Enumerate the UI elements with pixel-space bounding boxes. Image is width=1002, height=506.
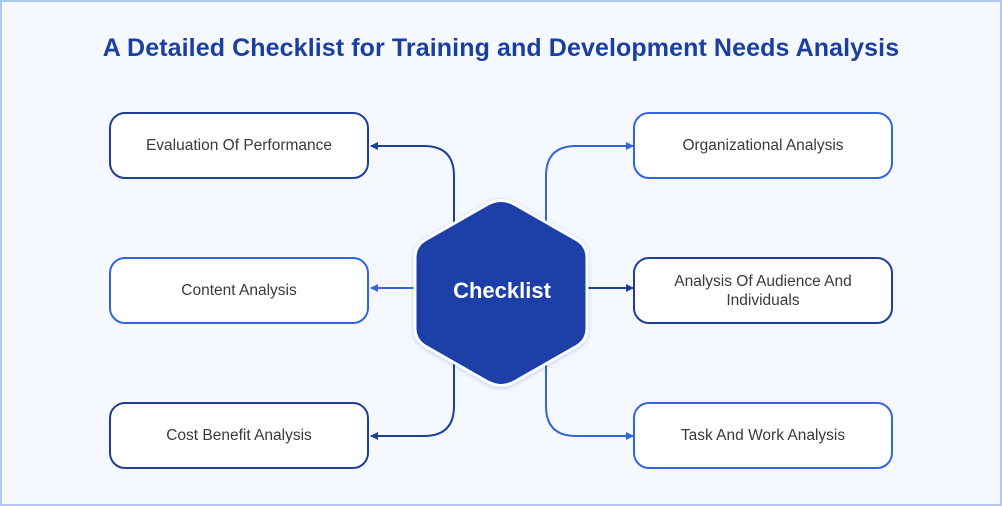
item-evaluation-of-performance: Evaluation Of Performance bbox=[109, 112, 369, 179]
item-organizational-analysis: Organizational Analysis bbox=[633, 112, 893, 179]
checklist-hexagon bbox=[413, 199, 589, 387]
item-label: Analysis Of Audience And Individuals bbox=[674, 272, 852, 309]
item-cost-benefit-analysis: Cost Benefit Analysis bbox=[109, 402, 369, 469]
item-label: Evaluation Of Performance bbox=[145, 137, 333, 154]
connector-evaluation-of-performance bbox=[370, 142, 455, 230]
item-label: Content Analysis bbox=[181, 282, 297, 299]
connector-cost-benefit-analysis bbox=[370, 350, 455, 440]
connector-organizational-analysis bbox=[545, 142, 634, 230]
item-task-and-work-analysis: Task And Work Analysis bbox=[633, 402, 893, 469]
diagram-title: A Detailed Checklist for Training and De… bbox=[102, 34, 900, 62]
item-label: Task And Work Analysis bbox=[680, 427, 846, 444]
connector-task-work-analysis bbox=[545, 350, 634, 440]
checklist-center-label: Checklist bbox=[453, 278, 551, 303]
item-audience-and-individuals: Analysis Of Audience And Individuals bbox=[633, 257, 893, 324]
item-content-analysis: Content Analysis bbox=[109, 257, 369, 324]
item-label: Cost Benefit Analysis bbox=[166, 427, 312, 444]
item-label: Organizational Analysis bbox=[682, 137, 844, 154]
